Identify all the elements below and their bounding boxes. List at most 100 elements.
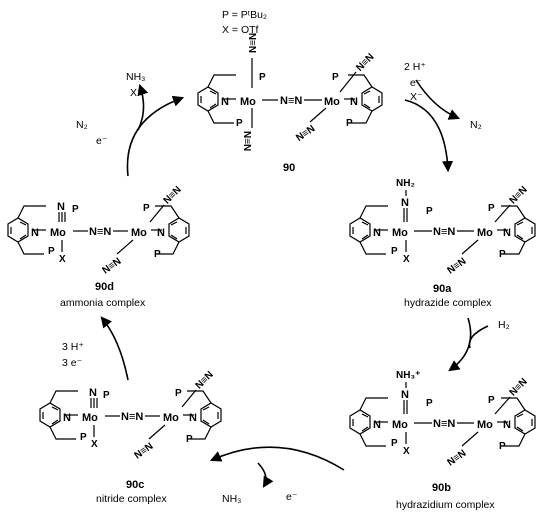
atom-p-upper: P (426, 206, 433, 217)
atom-n-pyridine-right: N (350, 96, 358, 108)
reagent-e-minus-step3: e⁻ (286, 491, 298, 503)
atom-n-nitride: N (89, 387, 97, 399)
atom-p-right-upper: P (143, 203, 150, 214)
atom-x: X (403, 446, 410, 457)
legend-x-definition: X = OTf (222, 24, 259, 36)
dinitrogen-lower-right: N≡N (445, 448, 468, 469)
dinitrogen-top: N≡N (248, 33, 259, 53)
arrow-90-to-90a (404, 99, 454, 173)
bridge-n2: N≡N (433, 226, 455, 238)
dinitrogen-upper-right: N≡N (354, 52, 376, 74)
atom-mo-left: Mo (392, 419, 408, 431)
dinitrogen-lower-right: N≡N (132, 441, 155, 462)
arrow-90a-to-90b (448, 317, 472, 372)
atom-x: X (59, 254, 66, 265)
atom-n-pyridine: N (31, 227, 39, 239)
atom-n-pyridine: N (373, 419, 381, 431)
atom-n-pyridine: N (63, 412, 71, 424)
atom-p-right-lower: P (499, 441, 506, 452)
atom-p-upper: P (103, 390, 110, 401)
compound-90b-structure: N Mo P P N NH₃⁺ X N≡N Mo N P P N≡N N≡N (349, 370, 536, 469)
atom-p-right-lower: P (154, 249, 161, 260)
atom-mo-right: Mo (131, 227, 147, 239)
atom-p-right-upper: P (488, 395, 495, 406)
dinitrogen-lower-right: N≡N (294, 123, 317, 144)
atom-mo-right: Mo (477, 227, 493, 239)
product-x-minus-step5: X⁻ (130, 87, 143, 99)
bridge-n2: N≡N (89, 226, 111, 238)
compound-90c-description: nitride complex (96, 493, 167, 505)
compound-90a-structure: N Mo P P N NH₂ X N≡N Mo N P P N≡N N≡N (349, 178, 536, 277)
legend-p-definition: P = PᵗBu₂ (222, 9, 267, 21)
atom-mo-right: Mo (163, 412, 179, 424)
reagent-e-minus-step5: e⁻ (96, 135, 108, 147)
bridge-n2: N≡N (121, 411, 143, 423)
atom-p-lower: P (391, 438, 398, 449)
atom-mo-left: Mo (392, 227, 408, 239)
atom-p-upper: P (426, 398, 433, 409)
arrow-90d-to-90 (126, 95, 185, 177)
reagent-3h-plus: 3 H⁺ (62, 341, 84, 353)
arrow-nh3-out (257, 462, 274, 488)
ligand-nh3-plus: NH₃⁺ (396, 370, 420, 381)
atom-p-right-lower: P (499, 249, 506, 260)
compound-90d-label: 90d (95, 281, 114, 293)
dinitrogen-upper-right: N≡N (162, 184, 184, 206)
atom-p-right-lower: P (346, 118, 353, 129)
ligand-nh2: NH₂ (396, 178, 415, 189)
arrow-h2-in (468, 325, 489, 349)
reagent-3e-minus: 3 e⁻ (62, 357, 83, 369)
atom-n-hydrazidium: N (401, 389, 409, 401)
atom-n-ammonia: N (57, 201, 65, 213)
atom-n-hydrazide: N (401, 197, 409, 209)
atom-n-pyridine-right: N (189, 412, 197, 424)
atom-p-right-upper: P (332, 72, 339, 83)
product-nh3: NH₃ (222, 493, 241, 505)
atom-mo-right: Mo (477, 419, 493, 431)
compound-90d-description: ammonia complex (60, 297, 146, 309)
atom-p-right-upper: P (175, 388, 182, 399)
bridge-n2: N≡N (433, 418, 455, 430)
dinitrogen-lower-right: N≡N (100, 256, 123, 277)
reagent-h2: H₂ (498, 319, 510, 331)
atom-p-right-upper: P (488, 203, 495, 214)
atom-p-lower: P (236, 118, 243, 129)
atom-n-pyridine: N (373, 227, 381, 239)
atom-p-lower: P (391, 246, 398, 257)
reagent-x-minus: X⁻ (410, 91, 423, 103)
arrow-nh3-x-out (137, 83, 149, 131)
arrow-90-to-90a-side (415, 79, 461, 120)
reagent-n2-in: N₂ (76, 119, 88, 131)
dinitrogen-bottom: N≡N (241, 131, 252, 151)
compound-90-label: 90 (283, 162, 295, 174)
atom-n-pyridine-right: N (157, 227, 165, 239)
dinitrogen-upper-right: N≡N (508, 184, 530, 206)
compound-90c-structure: N Mo P P N X N≡N Mo N P P N≡N N≡N (39, 369, 222, 462)
compound-90a-label: 90a (433, 283, 452, 295)
compound-90b-description: hydrazidium complex (396, 499, 495, 511)
product-n2: N₂ (470, 119, 482, 131)
compound-90a-description: hydrazide complex (404, 297, 492, 309)
atom-p-upper: P (72, 204, 79, 215)
compound-90-structure: N Mo P P N≡N N≡N N≡N Mo N P P N≡N N≡N (197, 33, 383, 151)
bridge-n2: N≡N (280, 95, 302, 107)
atom-p-lower: P (80, 432, 87, 443)
atom-mo-left: Mo (50, 227, 66, 239)
dinitrogen-upper-right: N≡N (194, 369, 216, 391)
product-nh3-step5: NH₃ (126, 71, 145, 83)
reagent-2h-plus: 2 H⁺ (404, 61, 426, 73)
atom-x: X (403, 254, 410, 265)
atom-x: X (91, 439, 98, 450)
compound-90d-structure: N Mo P P N X N≡N Mo N P P N≡N N≡N (7, 184, 190, 277)
atom-p-lower: P (48, 246, 55, 257)
arrow-90b-to-90c (209, 446, 345, 471)
atom-p-upper: P (259, 72, 266, 83)
atom-n-pyridine: N (221, 96, 229, 108)
dinitrogen-upper-right: N≡N (508, 376, 530, 398)
reagent-e-minus: e⁻ (410, 77, 422, 89)
atom-n-pyridine-right: N (503, 419, 511, 431)
atom-mo-left: Mo (82, 412, 98, 424)
atom-mo-right: Mo (324, 96, 340, 108)
compound-90b-label: 90b (432, 482, 451, 494)
